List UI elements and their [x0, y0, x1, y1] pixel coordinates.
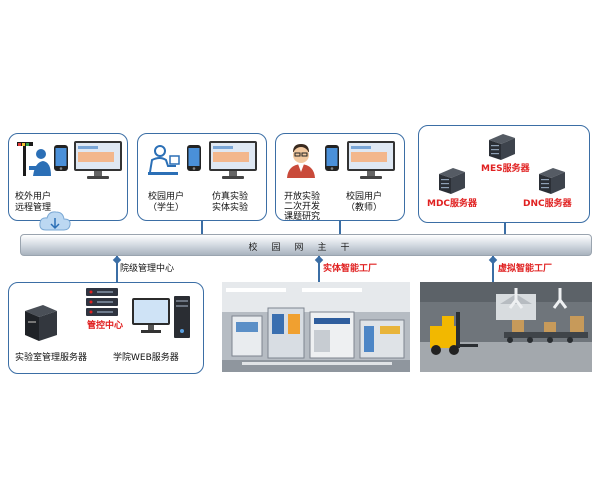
connector-node [112, 255, 122, 265]
mes-server-icon [489, 134, 515, 160]
physical-factory-image [222, 282, 410, 372]
server-box: MES服务器 MDC服务器 DNC服务器 [418, 125, 590, 223]
connector-physical-factory [318, 256, 320, 282]
mes-server-label: MES服务器 [481, 164, 530, 174]
connector-virtual-factory [492, 256, 494, 282]
connector-servers [504, 223, 506, 235]
phone-icon [187, 145, 201, 171]
remote-user-label: 校外用户远程管理 [15, 192, 52, 213]
campus-backbone-label: 校园网主干 [248, 243, 364, 253]
factory-floor-illustration [222, 282, 410, 372]
connector-student [201, 221, 203, 235]
remote-user-box: 校外用户远程管理 [8, 133, 128, 221]
simulation-label: 仿真实验实体实验 [212, 192, 249, 213]
open-experiment-label: 开放实验二次开发课题研究 [284, 192, 321, 222]
remote-admin-icon [17, 142, 51, 176]
physical-factory-label: 实体智能工厂 [323, 264, 378, 274]
control-rack-icon [86, 288, 118, 316]
web-server-label: 学院WEB服务器 [113, 353, 179, 363]
virtual-factory-image [420, 282, 592, 372]
connector-node [314, 255, 324, 265]
web-server-tower-icon [174, 296, 190, 338]
student-user-label: 校园用户（学生） [148, 192, 185, 213]
dnc-server-icon [539, 168, 565, 194]
college-management-box: 管控中心 实验室管理服务器 学院WEB服务器 [8, 282, 204, 374]
monitor-icon [347, 141, 395, 179]
student-user-box: 校园用户（学生） 仿真实验实体实验 [137, 133, 267, 221]
mdc-server-icon [439, 168, 465, 194]
phone-icon [325, 145, 339, 171]
phone-icon [54, 145, 68, 171]
virtual-factory-illustration [420, 282, 592, 372]
lab-server-label: 实验室管理服务器 [15, 353, 88, 363]
mdc-server-label: MDC服务器 [427, 199, 478, 209]
connector-college [116, 256, 118, 282]
student-icon [148, 145, 180, 175]
teacher-icon [287, 144, 315, 178]
teacher-user-label: 校园用户（教师） [346, 192, 383, 213]
teacher-user-box: 开放实验二次开发课题研究 校园用户（教师） [275, 133, 405, 222]
control-center-label: 管控中心 [87, 321, 124, 331]
monitor-icon [209, 141, 257, 179]
connector-teacher [339, 221, 341, 235]
monitor-icon [74, 141, 122, 179]
cloud-icon [39, 211, 71, 231]
campus-backbone-bus: 校园网主干 [20, 234, 592, 256]
web-server-monitor-icon [132, 298, 170, 333]
connector-node [488, 255, 498, 265]
college-center-label: 院级管理中心 [120, 264, 175, 274]
dnc-server-label: DNC服务器 [523, 199, 572, 209]
lab-server-icon [25, 305, 57, 341]
virtual-factory-label: 虚拟智能工厂 [498, 264, 553, 274]
